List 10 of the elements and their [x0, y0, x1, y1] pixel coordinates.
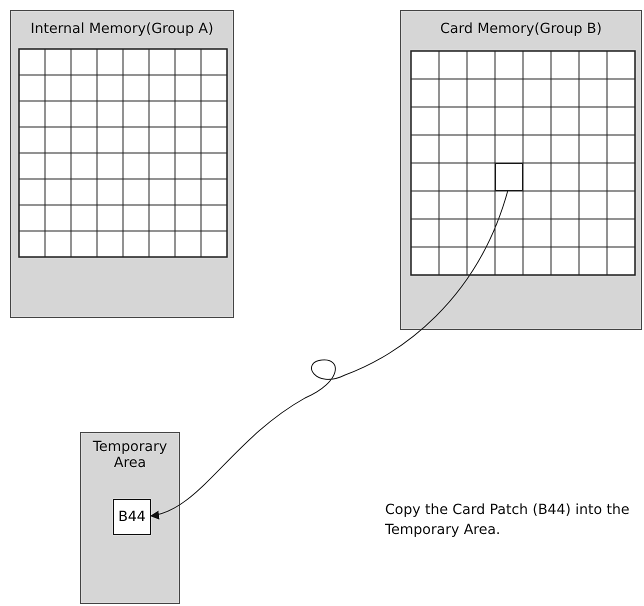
- memory-panel: [400, 10, 642, 330]
- memory-panel: [10, 10, 234, 318]
- patch-box: B44: [113, 499, 151, 535]
- curved-arrow: [150, 190, 508, 519]
- memory-cell: [495, 163, 523, 191]
- panel-title: Temporary Area: [92, 439, 168, 471]
- temporary-area-panel: [80, 432, 180, 604]
- note-text: Copy the Card Patch (B44) into the Temporary Area.: [385, 501, 631, 540]
- panel-title: Card Memory(Group B): [439, 21, 603, 37]
- panel-title: Internal Memory(Group A): [30, 21, 214, 37]
